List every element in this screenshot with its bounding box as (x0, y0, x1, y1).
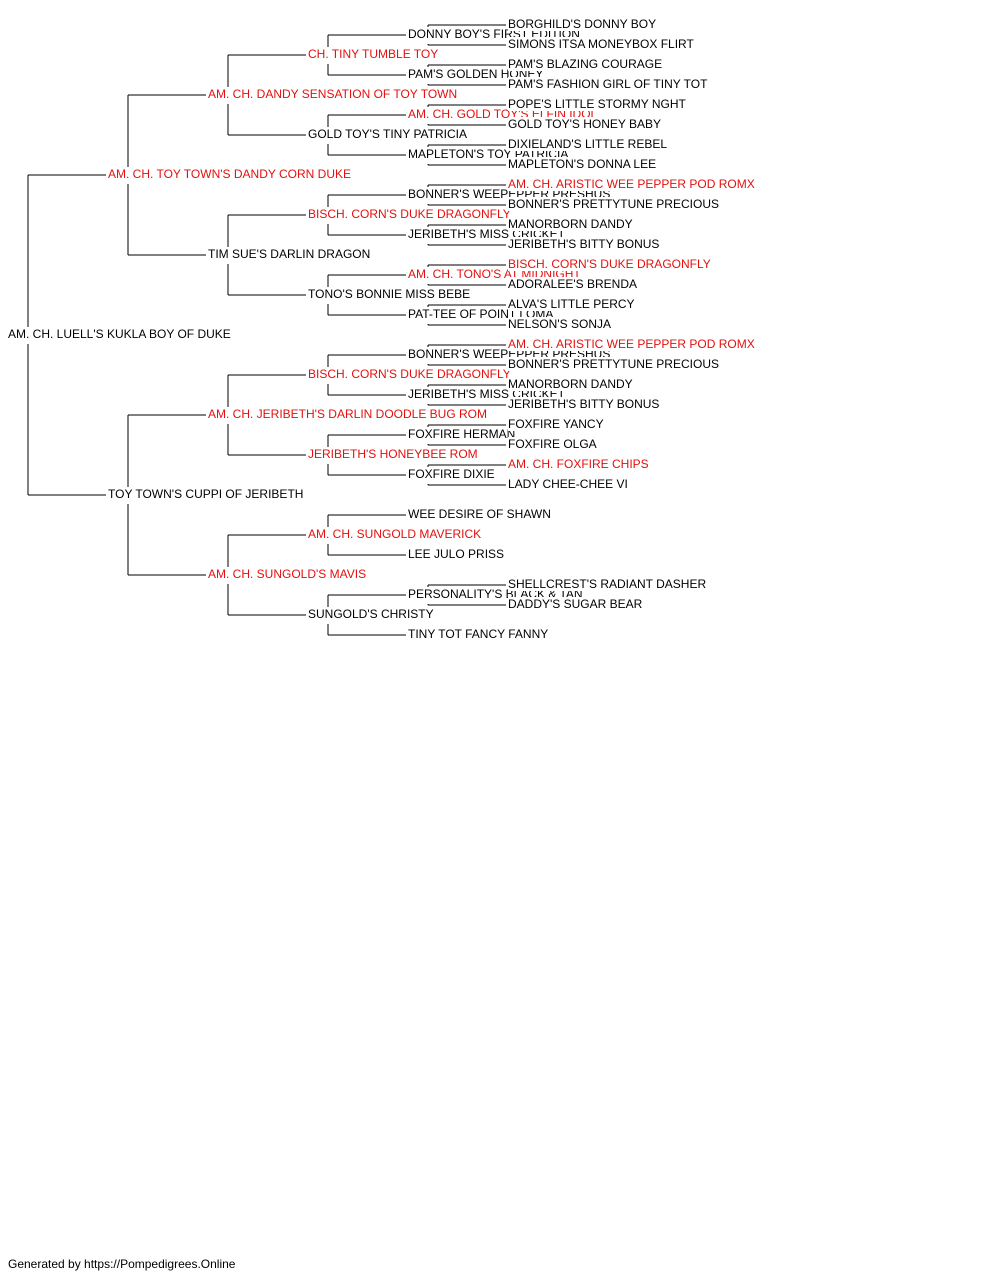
pedigree-dam[interactable]: FOXFIRE DIXIE (408, 467, 497, 481)
pedigree-sire[interactable]: AM. CH. ARISTIC WEE PEPPER POD ROMX (508, 177, 757, 191)
pedigree-dam[interactable]: GOLD TOY'S TINY PATRICIA (308, 127, 469, 141)
pedigree-dam[interactable]: DADDY'S SUGAR BEAR (508, 597, 645, 611)
pedigree-sire[interactable]: SHELLCREST'S RADIANT DASHER (508, 577, 709, 591)
pedigree-sire[interactable]: FOXFIRE HERMAN (408, 427, 518, 441)
pedigree-dam[interactable]: TONO'S BONNIE MISS BEBE (308, 287, 473, 301)
pedigree-dam[interactable]: GOLD TOY'S HONEY BABY (508, 117, 664, 131)
pedigree-dam[interactable]: SUNGOLD'S CHRISTY (308, 607, 436, 621)
pedigree-dam[interactable]: BONNER'S PRETTYTUNE PRECIOUS (508, 197, 721, 211)
pedigree-sire[interactable]: AM. CH. TOY TOWN'S DANDY CORN DUKE (108, 167, 353, 181)
pedigree-dam[interactable]: NELSON'S SONJA (508, 317, 613, 331)
pedigree-sire[interactable]: BISCH. CORN'S DUKE DRAGONFLY (308, 207, 513, 221)
pedigree-sire[interactable]: DIXIELAND'S LITTLE REBEL (508, 137, 670, 151)
pedigree-dam[interactable]: ADORALEE'S BRENDA (508, 277, 639, 291)
pedigree-sire[interactable]: WEE DESIRE OF SHAWN (408, 507, 553, 521)
pedigree-sire[interactable]: BISCH. CORN'S DUKE DRAGONFLY (508, 257, 713, 271)
pedigree-dam[interactable]: BONNER'S PRETTYTUNE PRECIOUS (508, 357, 721, 371)
pedigree-sire[interactable]: ALVA'S LITTLE PERCY (508, 297, 637, 311)
pedigree-dam[interactable]: MAPLETON'S DONNA LEE (508, 157, 659, 171)
pedigree-sire[interactable]: AM. CH. FOXFIRE CHIPS (508, 457, 651, 471)
pedigree-dam[interactable]: PAM'S FASHION GIRL OF TINY TOT (508, 77, 710, 91)
pedigree-dam[interactable]: AM. CH. SUNGOLD'S MAVIS (208, 567, 369, 581)
pedigree-subject[interactable]: AM. CH. LUELL'S KUKLA BOY OF DUKE (8, 327, 233, 341)
pedigree-sire[interactable]: MANORBORN DANDY (508, 377, 635, 391)
pedigree-sire[interactable]: FOXFIRE YANCY (508, 417, 606, 431)
pedigree-dam[interactable]: JERIBETH'S BITTY BONUS (508, 237, 662, 251)
footer-credit[interactable]: Generated by https://Pompedigrees.Online (8, 1257, 236, 1271)
pedigree-dam[interactable]: FOXFIRE OLGA (508, 437, 599, 451)
pedigree-dam[interactable]: TINY TOT FANCY FANNY (408, 627, 551, 641)
pedigree-sire[interactable]: CH. TINY TUMBLE TOY (308, 47, 441, 61)
pedigree-sire[interactable]: PAM'S BLAZING COURAGE (508, 57, 665, 71)
pedigree-sire[interactable]: POPE'S LITTLE STORMY NGHT (508, 97, 688, 111)
pedigree-sire[interactable]: AM. CH. ARISTIC WEE PEPPER POD ROMX (508, 337, 757, 351)
pedigree-dam[interactable]: TOY TOWN'S CUPPI OF JERIBETH (108, 487, 306, 501)
pedigree-dam[interactable]: LADY CHEE-CHEE VI (508, 477, 630, 491)
pedigree-sire[interactable]: AM. CH. SUNGOLD MAVERICK (308, 527, 484, 541)
pedigree-dam[interactable]: TIM SUE'S DARLIN DRAGON (208, 247, 373, 261)
pedigree-dam[interactable]: JERIBETH'S HONEYBEE ROM (308, 447, 480, 461)
pedigree-sire[interactable]: BORGHILD'S DONNY BOY (508, 17, 659, 31)
pedigree-dam[interactable]: SIMONS ITSA MONEYBOX FLIRT (508, 37, 696, 51)
pedigree-sire[interactable]: BISCH. CORN'S DUKE DRAGONFLY (308, 367, 513, 381)
pedigree-sire[interactable]: AM. CH. JERIBETH'S DARLIN DOODLE BUG ROM (208, 407, 489, 421)
pedigree-dam[interactable]: JERIBETH'S BITTY BONUS (508, 397, 662, 411)
pedigree-sire[interactable]: MANORBORN DANDY (508, 217, 635, 231)
pedigree-sire[interactable]: AM. CH. DANDY SENSATION OF TOY TOWN (208, 87, 460, 101)
pedigree-dam[interactable]: LEE JULO PRISS (408, 547, 507, 561)
